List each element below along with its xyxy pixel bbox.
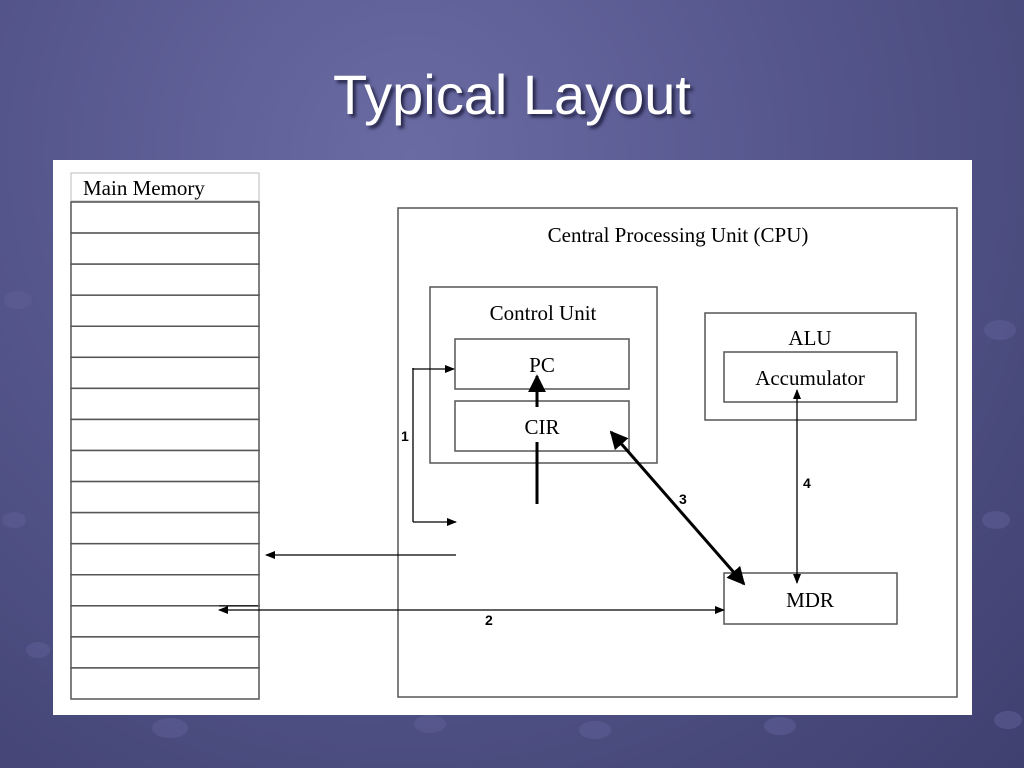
memory-cell	[70, 201, 260, 234]
arrow-1-upper	[412, 365, 455, 373]
arrow-4: 4	[793, 389, 811, 584]
accumulator-label: Accumulator	[755, 366, 865, 390]
memory-cell	[70, 449, 260, 483]
memory-cell	[70, 636, 260, 669]
arrow-1-number: 1	[401, 428, 409, 444]
cpu-memory-diagram: Main Memory Central Processing Unit (CPU…	[53, 160, 972, 715]
memory-cell	[70, 418, 260, 452]
memory-cell	[70, 542, 260, 576]
main-memory-label-box	[70, 172, 260, 202]
cir-register-label: CIR	[524, 415, 559, 439]
memory-cell	[70, 574, 260, 607]
memory-cell	[70, 511, 260, 545]
bg-dot	[984, 320, 1016, 340]
alu: ALU Accumulator	[704, 312, 917, 421]
cpu-box	[397, 207, 958, 698]
mdr-box	[723, 572, 898, 625]
bg-dot	[764, 717, 796, 735]
arrow-4-number: 4	[803, 475, 811, 491]
cpu: Central Processing Unit (CPU)	[397, 207, 958, 698]
bg-dot	[579, 721, 611, 739]
arrow-1: 1	[401, 365, 457, 526]
memory-cell	[70, 356, 260, 390]
alu-box	[704, 312, 917, 421]
memory-cell	[70, 667, 260, 700]
cir-register-box	[454, 400, 630, 452]
bg-dot	[414, 715, 446, 733]
control-unit-box	[429, 286, 658, 464]
arrow-2-number: 2	[485, 612, 493, 628]
arrow-3: 3	[609, 430, 746, 586]
bg-dot	[152, 718, 188, 738]
bg-dot	[26, 642, 50, 658]
bg-dot	[982, 511, 1010, 529]
main-memory-label: Main Memory	[83, 176, 205, 200]
mdr: MDR	[723, 572, 898, 625]
slide-title: Typical Layout	[333, 63, 691, 126]
memory-cell	[70, 232, 260, 265]
memory-cell	[70, 387, 260, 421]
memory-cell	[70, 325, 260, 359]
main-memory: Main Memory	[70, 172, 260, 700]
memory-cell	[70, 480, 260, 514]
pc-register-label: PC	[529, 353, 555, 377]
cir-mdr-arrow	[609, 430, 746, 586]
control-unit-label: Control Unit	[490, 301, 597, 325]
cpu-label: Central Processing Unit (CPU)	[548, 223, 809, 247]
arrow-3-number: 3	[679, 491, 687, 507]
arrow-2: 2	[218, 605, 725, 628]
memory-cell	[70, 294, 260, 328]
memory-cells	[70, 201, 260, 700]
control-unit: Control Unit PC CIR	[429, 286, 658, 464]
memory-cell	[70, 263, 260, 296]
mdr-label: MDR	[786, 588, 834, 612]
bg-dot	[2, 512, 26, 528]
bg-dot	[4, 291, 32, 309]
alu-label: ALU	[788, 326, 831, 350]
bg-dot	[994, 711, 1022, 729]
accumulator-box	[723, 351, 898, 403]
